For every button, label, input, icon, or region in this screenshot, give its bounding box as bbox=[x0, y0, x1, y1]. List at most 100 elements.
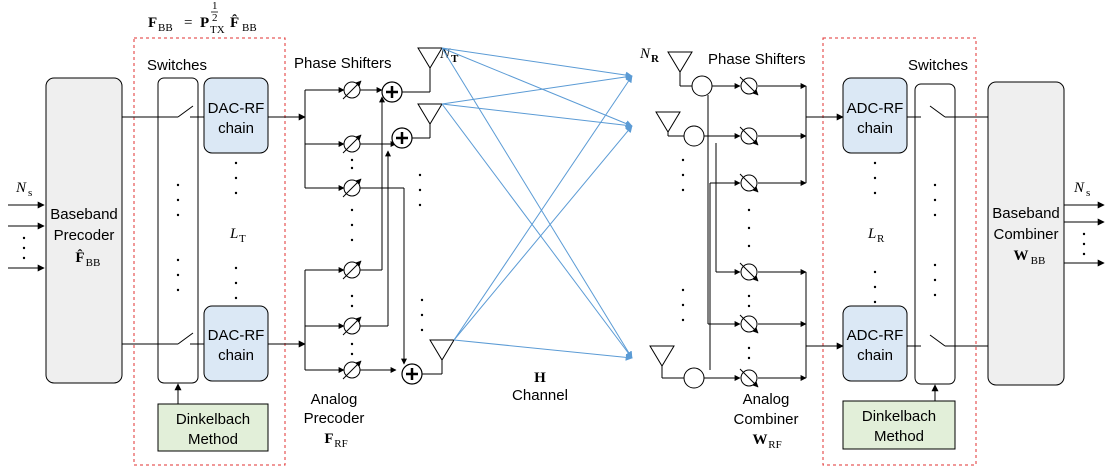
tx-dinkelbach-method-block: Dinkelbach Method bbox=[157, 403, 269, 452]
adc-rf-chain-bottom: ADC-RF chain bbox=[842, 305, 908, 382]
svg-text:RF: RF bbox=[768, 439, 781, 451]
rx-phase-shifters-label: Phase Shifters bbox=[708, 51, 806, 68]
svg-text:BB: BB bbox=[158, 22, 173, 34]
svg-text:BB: BB bbox=[242, 22, 257, 34]
rx-nr-label: N R bbox=[639, 46, 660, 65]
svg-text:s: s bbox=[28, 187, 32, 199]
rx-antenna-2 bbox=[655, 111, 684, 137]
dac-rf-chain-top: DAC-RF chain bbox=[203, 77, 269, 154]
tx-chain-dots bbox=[234, 161, 238, 300]
svg-text:ADC-RF: ADC-RF bbox=[847, 100, 904, 117]
rx-antenna-dots bbox=[681, 158, 685, 322]
svg-text:L: L bbox=[867, 226, 876, 242]
rx-ns-outputs: N s bbox=[1064, 180, 1105, 267]
svg-text:Precoder: Precoder bbox=[54, 227, 115, 244]
tx-adder-1 bbox=[381, 81, 403, 103]
tx-switch-bottom bbox=[177, 332, 204, 345]
svg-text:F: F bbox=[324, 431, 333, 447]
transmitter-digital-dashed-box bbox=[133, 37, 286, 466]
svg-text:R: R bbox=[651, 53, 660, 65]
svg-text:Method: Method bbox=[874, 428, 924, 445]
rx-dinkelbach-method-block: Dinkelbach Method bbox=[842, 400, 956, 450]
baseband-combiner-block: Baseband Combiner W BB bbox=[987, 81, 1065, 386]
svg-text:F: F bbox=[148, 15, 157, 31]
svg-text:Baseband: Baseband bbox=[992, 205, 1060, 222]
analog-combiner-label: Analog Combiner W RF bbox=[733, 391, 798, 451]
dac-rf-chain-bottom: DAC-RF chain bbox=[203, 305, 269, 382]
rx-antenna-1 bbox=[667, 51, 693, 87]
rx-switch-bottom bbox=[907, 334, 988, 347]
svg-text:W: W bbox=[1014, 248, 1029, 264]
svg-text:Method: Method bbox=[188, 431, 238, 448]
tx-antenna-3 bbox=[422, 339, 455, 375]
tx-phase-shifter-array bbox=[305, 87, 345, 373]
channel-paths bbox=[441, 47, 633, 361]
svg-text:Dinkelbach: Dinkelbach bbox=[862, 408, 936, 425]
tx-routing bbox=[360, 87, 407, 373]
tx-switch-top bbox=[177, 105, 204, 118]
rx-chain-dots bbox=[873, 161, 877, 304]
precoder-equation: F BB = P 1 2 TX F̂ BB bbox=[148, 0, 257, 36]
tx-switch-bank bbox=[157, 77, 199, 384]
tx-switch-dots bbox=[176, 183, 180, 292]
svg-text:Combiner: Combiner bbox=[993, 226, 1058, 243]
svg-text:=: = bbox=[184, 15, 192, 31]
tx-antenna-2 bbox=[412, 103, 443, 139]
tx-adder-2 bbox=[391, 127, 413, 149]
tx-phase-shifters-label: Phase Shifters bbox=[294, 55, 392, 72]
svg-text:F̂: F̂ bbox=[75, 249, 84, 266]
svg-text:T: T bbox=[451, 53, 459, 65]
tx-switches-label: Switches bbox=[147, 57, 207, 74]
tx-phase-shifter-symbols bbox=[342, 80, 362, 380]
tx-antenna-dots bbox=[418, 173, 424, 332]
tx-l-label: L T bbox=[229, 226, 246, 245]
svg-text:chain: chain bbox=[218, 120, 254, 137]
svg-text:Analog: Analog bbox=[311, 391, 358, 408]
tx-adder-3 bbox=[401, 363, 423, 385]
svg-text:W: W bbox=[753, 432, 768, 448]
svg-text:P: P bbox=[200, 15, 209, 31]
tx-antenna-1 bbox=[402, 47, 443, 93]
rx-phase-shifter-symbols bbox=[739, 76, 759, 388]
svg-text:Dinkelbach: Dinkelbach bbox=[176, 411, 250, 428]
svg-text:T: T bbox=[239, 233, 246, 245]
rx-splitters bbox=[683, 75, 713, 389]
tx-ns-inputs: N s bbox=[8, 180, 45, 272]
rx-switch-dots bbox=[933, 183, 937, 297]
tx-shifter-dots bbox=[350, 158, 354, 356]
baseband-precoder-block: Baseband Precoder F̂ BB bbox=[45, 77, 123, 384]
svg-text:Analog: Analog bbox=[743, 391, 790, 408]
adc-rf-chain-top: ADC-RF chain bbox=[842, 77, 908, 154]
rx-switches-label: Switches bbox=[908, 57, 968, 74]
svg-text:N: N bbox=[639, 46, 651, 62]
rx-antenna-3 bbox=[649, 345, 684, 379]
svg-text:BB: BB bbox=[86, 257, 101, 269]
svg-text:Baseband: Baseband bbox=[50, 206, 118, 223]
svg-text:DAC-RF: DAC-RF bbox=[208, 327, 265, 344]
rx-switch-bank bbox=[914, 83, 956, 385]
svg-text:ADC-RF: ADC-RF bbox=[847, 327, 904, 344]
receiver-digital-dashed-box bbox=[822, 37, 977, 466]
svg-text:L: L bbox=[229, 226, 238, 242]
rx-l-label: L R bbox=[867, 226, 885, 245]
svg-text:RF: RF bbox=[334, 438, 347, 450]
svg-text:s: s bbox=[1086, 187, 1090, 199]
rx-shifter-dots bbox=[747, 208, 751, 360]
svg-text:Combiner: Combiner bbox=[733, 411, 798, 428]
svg-text:F̂: F̂ bbox=[230, 14, 239, 31]
svg-text:1: 1 bbox=[212, 0, 218, 12]
svg-text:chain: chain bbox=[857, 120, 893, 137]
svg-text:BB: BB bbox=[1031, 255, 1046, 267]
svg-text:Precoder: Precoder bbox=[304, 410, 365, 427]
rx-routing bbox=[704, 83, 741, 381]
svg-text:Channel: Channel bbox=[512, 387, 568, 404]
analog-precoder-label: Analog Precoder F RF bbox=[304, 391, 365, 450]
svg-text:chain: chain bbox=[218, 347, 254, 364]
rx-switch-top bbox=[907, 105, 988, 118]
svg-text:N: N bbox=[15, 180, 27, 196]
svg-text:2: 2 bbox=[212, 12, 218, 24]
svg-text:R: R bbox=[877, 233, 885, 245]
channel-label: H Channel bbox=[512, 370, 568, 404]
svg-text:N: N bbox=[1073, 180, 1085, 196]
